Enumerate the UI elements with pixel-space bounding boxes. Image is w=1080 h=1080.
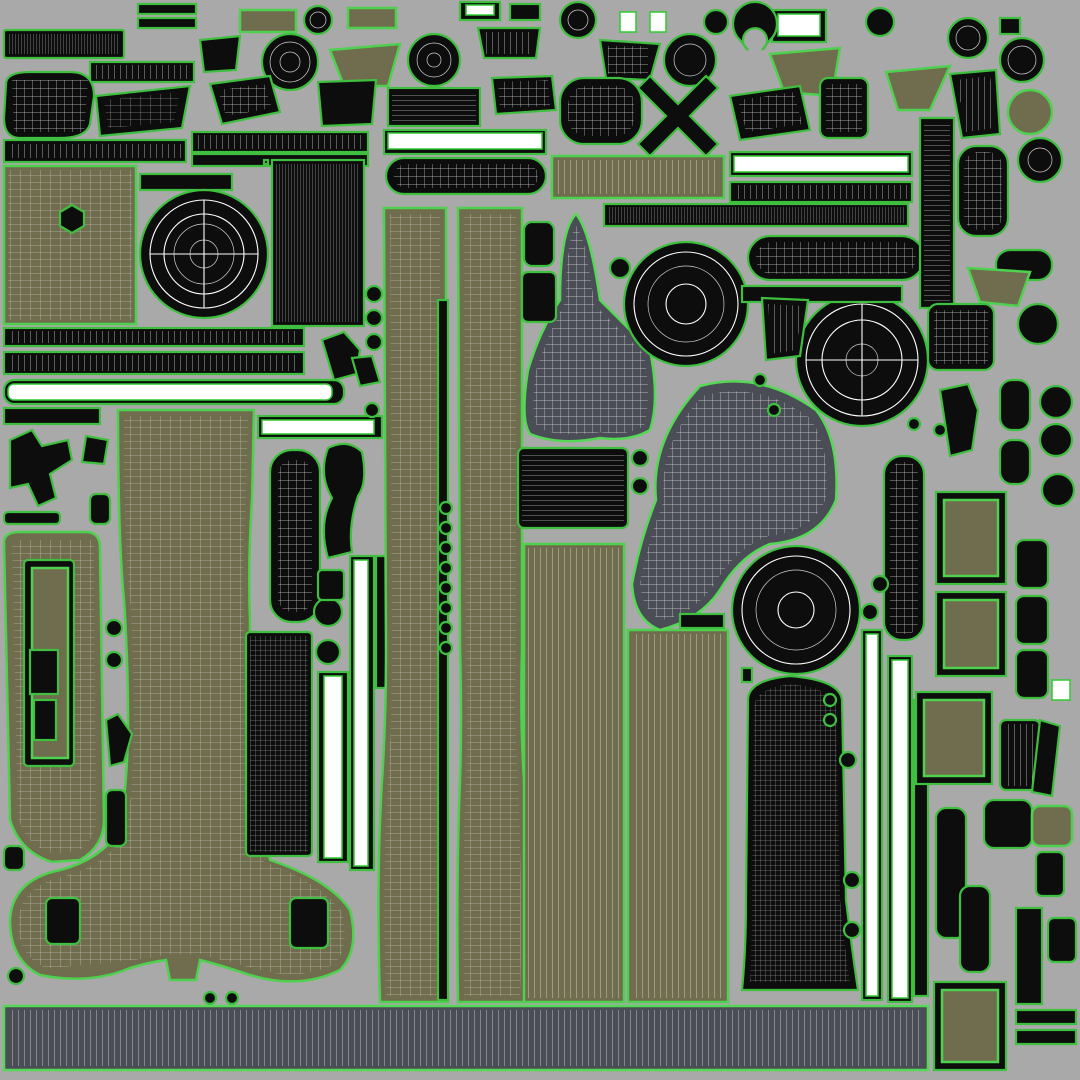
left-olive-panel-island <box>2 164 138 326</box>
center-wheel-islands <box>622 240 930 676</box>
right-dark-tall-island <box>740 674 860 992</box>
left-column-small-parts <box>2 428 134 872</box>
vertical-tube-islands <box>244 442 390 872</box>
center-tall-olive-strips <box>377 206 730 1004</box>
left-dark-grid-island <box>270 158 366 328</box>
center-small-parts <box>516 220 926 684</box>
scattered-small-islands <box>6 256 948 1006</box>
right-column-parts <box>914 136 1078 1072</box>
left-wheel-island <box>138 188 270 320</box>
top-row-islands <box>2 0 1046 84</box>
left-rail-strips <box>2 326 384 440</box>
olive-pad-left-island <box>2 530 106 864</box>
bottom-long-strip-island <box>2 1004 930 1072</box>
right-tube-strips <box>860 116 956 1004</box>
second-row-islands <box>2 68 1054 158</box>
saddle-large-island <box>630 380 838 632</box>
